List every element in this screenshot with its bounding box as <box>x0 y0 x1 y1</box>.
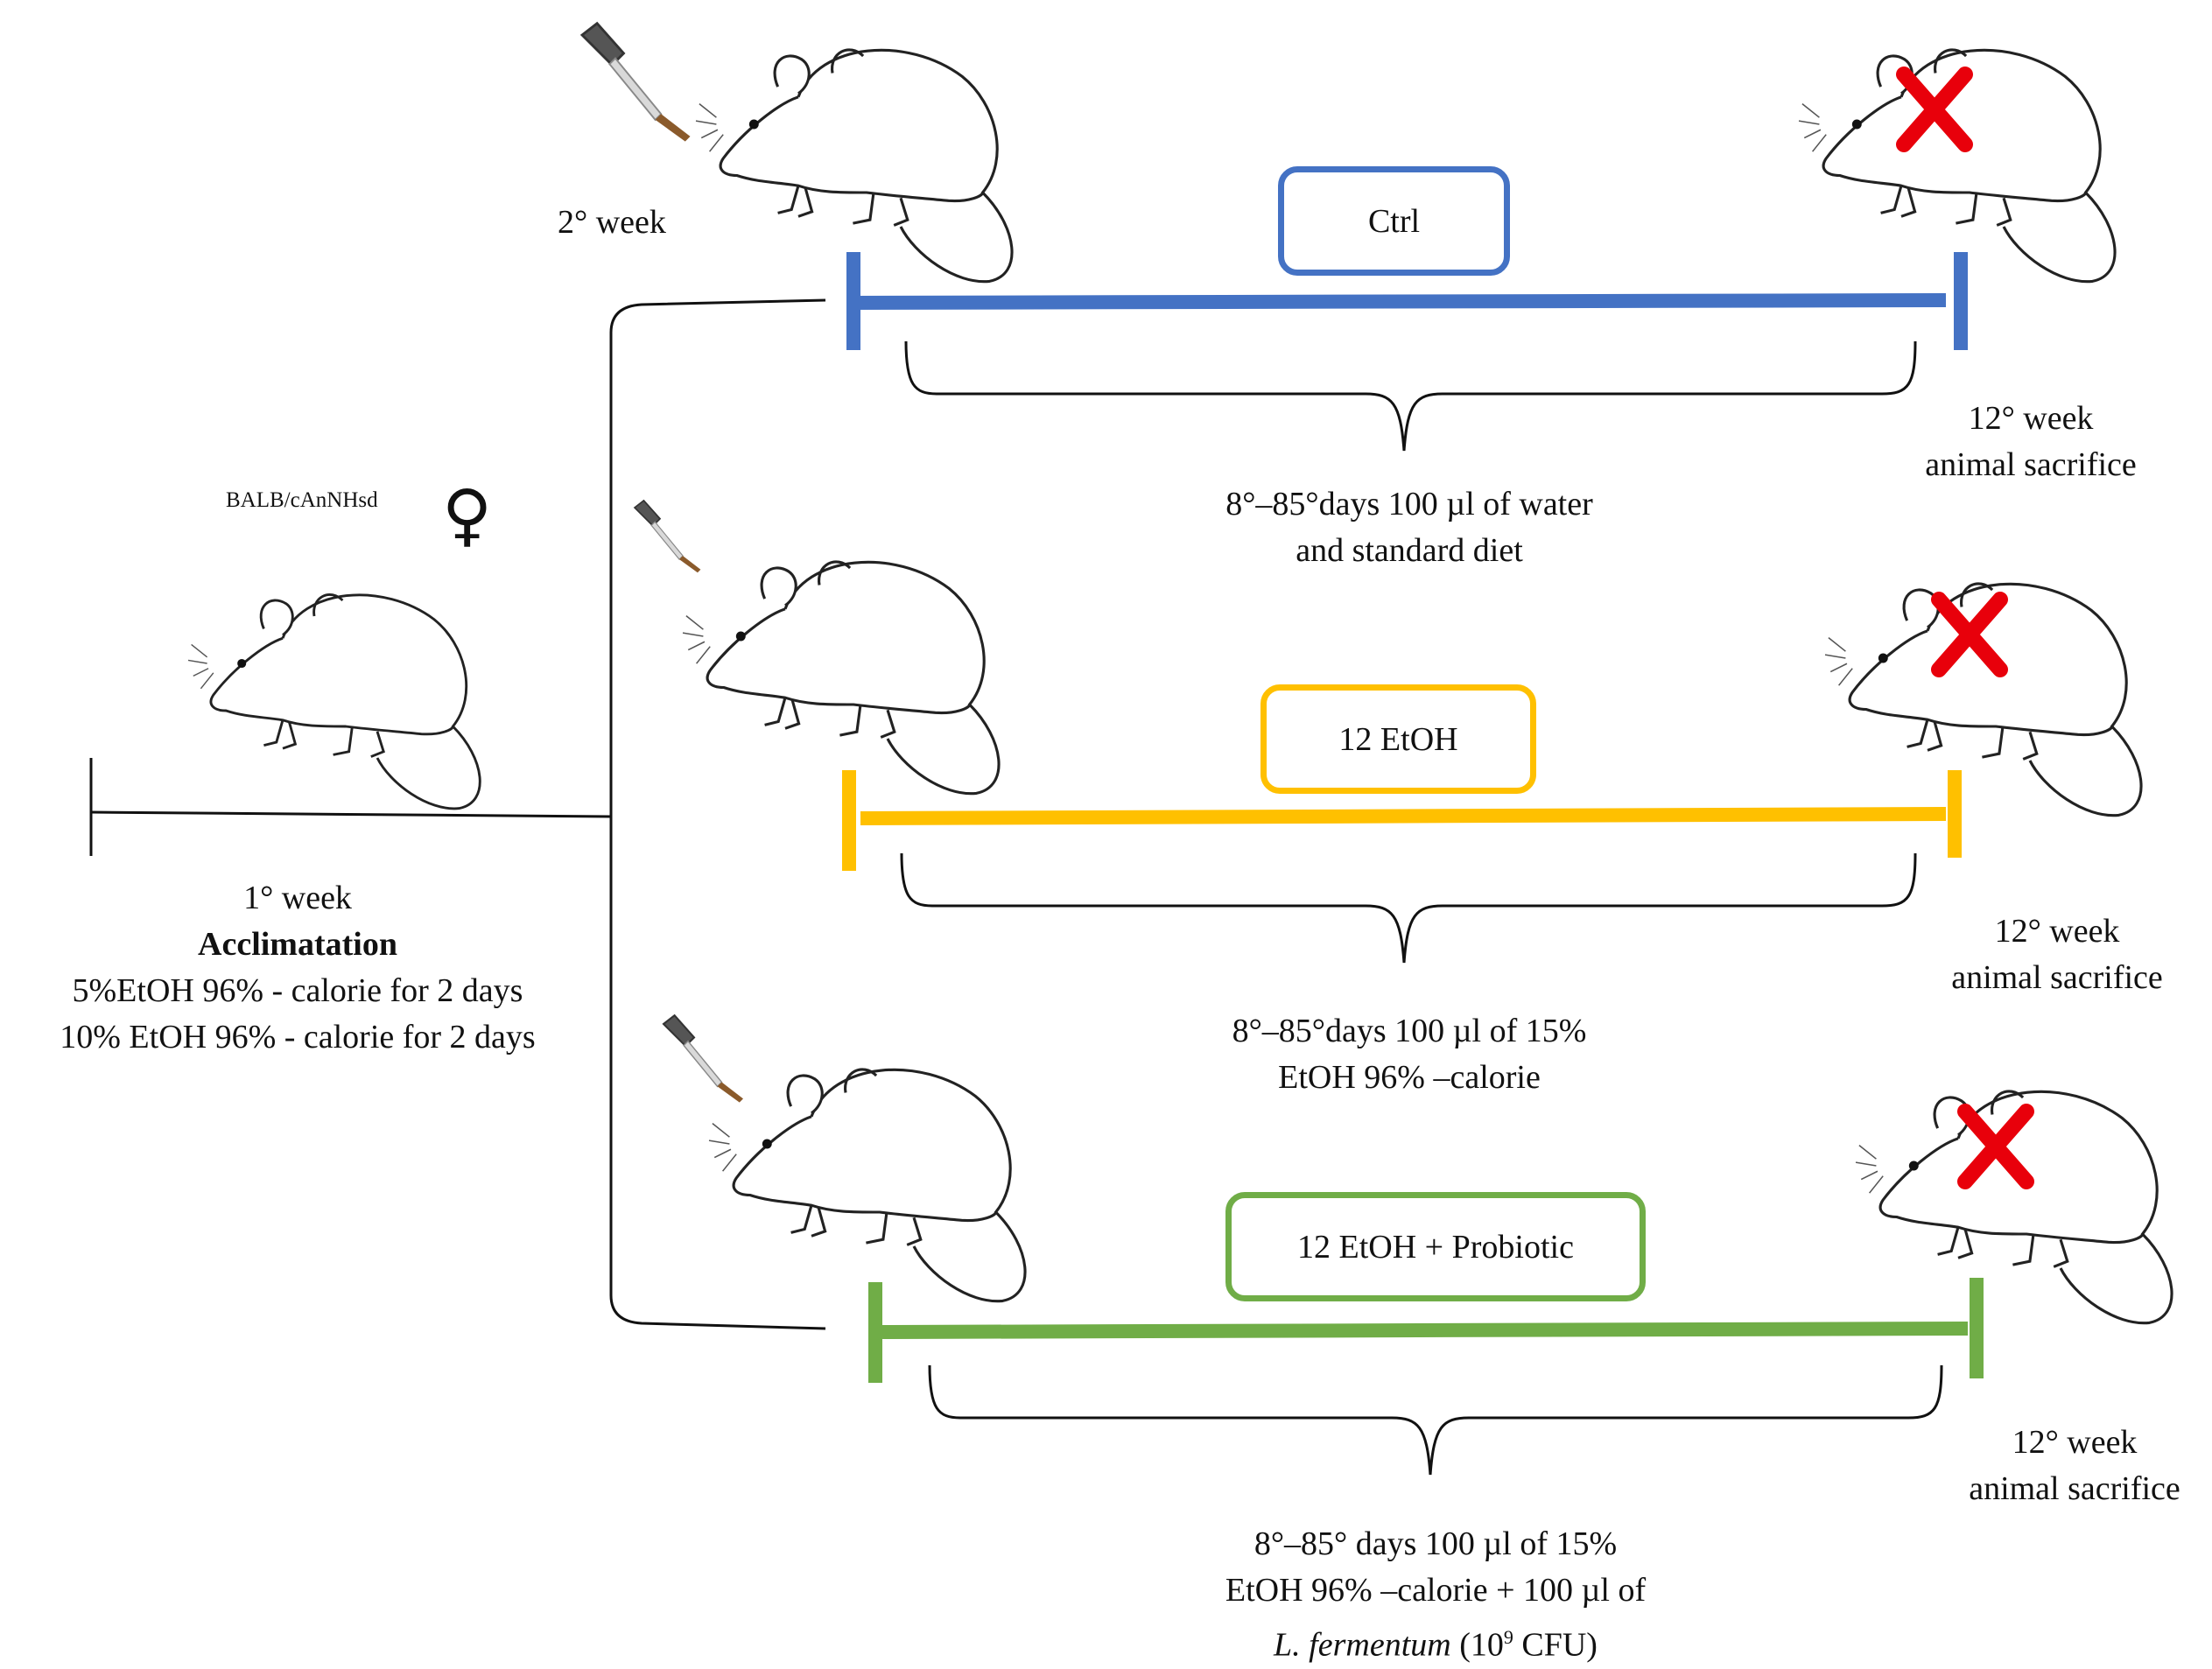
probiotic-end-text: 12° week animal sacrifice <box>1935 1420 2212 1512</box>
female-symbol-icon: ♀ <box>442 476 493 555</box>
probiotic-treatment-line-2: EtOH 96% –calorie + 100 µl of <box>1225 1572 1647 1609</box>
etoh-end-event: animal sacrifice <box>1951 959 2163 996</box>
ctrl-treatment-text: 8°–85°days 100 µl of water and standard … <box>1103 481 1716 574</box>
probiotic-timeline <box>868 1278 1984 1383</box>
acclimatation-line-1: 5%EtOH 96% - calorie for 2 days <box>72 972 523 1009</box>
probiotic-treatment-line-3: L. fermentum (109 CFU) <box>1120 1614 1751 1669</box>
acclimatation-line-2: 10% EtOH 96% - calorie for 2 days <box>60 1019 536 1055</box>
ctrl-end-week: 12° week <box>1968 400 2094 437</box>
etoh-treatment-text: 8°–85°days 100 µl of 15% EtOH 96% –calor… <box>1103 1008 1716 1101</box>
acclimatation-title: Acclimatation <box>198 926 397 963</box>
ctrl-duration-brace <box>904 340 1917 452</box>
probiotic-dose-exponent: 9 <box>1503 1626 1513 1648</box>
red-cross-icon <box>1965 1111 2026 1182</box>
probiotic-duration-brace <box>928 1364 1943 1476</box>
probiotic-end-week: 12° week <box>2012 1424 2138 1461</box>
ctrl-end-event: animal sacrifice <box>1925 446 2137 483</box>
probiotic-dose-close: CFU) <box>1513 1626 1598 1664</box>
probiotic-treatment-line-1: 8°–85° days 100 µl of 15% <box>1253 1525 1618 1562</box>
acclimatation-week: 1° week <box>243 880 352 916</box>
ctrl-end-text: 12° week animal sacrifice <box>1882 396 2180 488</box>
probiotic-species-name: L. fermentum <box>1274 1626 1451 1664</box>
etoh-timeline <box>842 770 1962 871</box>
etoh-duration-brace <box>900 852 1917 964</box>
group-label-probiotic: 12 EtOH + Probiotic <box>1297 1228 1574 1266</box>
mouse-icon <box>694 48 1014 284</box>
group-box-probiotic: 12 EtOH + Probiotic <box>1225 1192 1646 1301</box>
mouse-icon <box>681 560 1001 796</box>
etoh-end-text: 12° week animal sacrifice <box>1908 908 2206 1001</box>
acclimatation-text-block: 1° week Acclimatation 5%EtOH 96% - calor… <box>0 875 595 1061</box>
red-cross-icon <box>1939 600 2000 670</box>
ctrl-timeline <box>846 252 1968 350</box>
group-label-etoh: 12 EtOH <box>1338 720 1458 758</box>
ctrl-treatment-line-2: and standard diet <box>1296 532 1523 569</box>
etoh-treatment-line-2: EtOH 96% –calorie <box>1278 1059 1541 1096</box>
ctrl-treatment-line-1: 8°–85°days 100 µl of water <box>1225 486 1593 522</box>
acclimatation-timeline <box>89 758 612 856</box>
etoh-end-week: 12° week <box>1994 913 2120 950</box>
group-box-etoh: 12 EtOH <box>1260 684 1536 794</box>
mouse-icon <box>707 1068 1027 1303</box>
group-label-ctrl: Ctrl <box>1367 202 1421 240</box>
dropper-icon <box>580 22 692 144</box>
strain-label: BALB/cAnNHsd <box>226 488 378 512</box>
probiotic-dose-open: (10 <box>1450 1626 1504 1664</box>
etoh-treatment-line-1: 8°–85°days 100 µl of 15% <box>1232 1013 1587 1049</box>
branch-connector <box>609 298 826 1330</box>
probiotic-treatment-text: 8°–85° days 100 µl of 15% EtOH 96% –calo… <box>1120 1521 1751 1669</box>
mouse-icon <box>186 593 481 810</box>
red-cross-icon <box>1904 74 1965 144</box>
dropper-icon <box>634 500 702 574</box>
probiotic-end-event: animal sacrifice <box>1969 1470 2180 1507</box>
dropper-icon <box>662 1014 745 1104</box>
group-box-ctrl: Ctrl <box>1278 166 1510 276</box>
start-week-label: 2° week <box>558 204 666 241</box>
